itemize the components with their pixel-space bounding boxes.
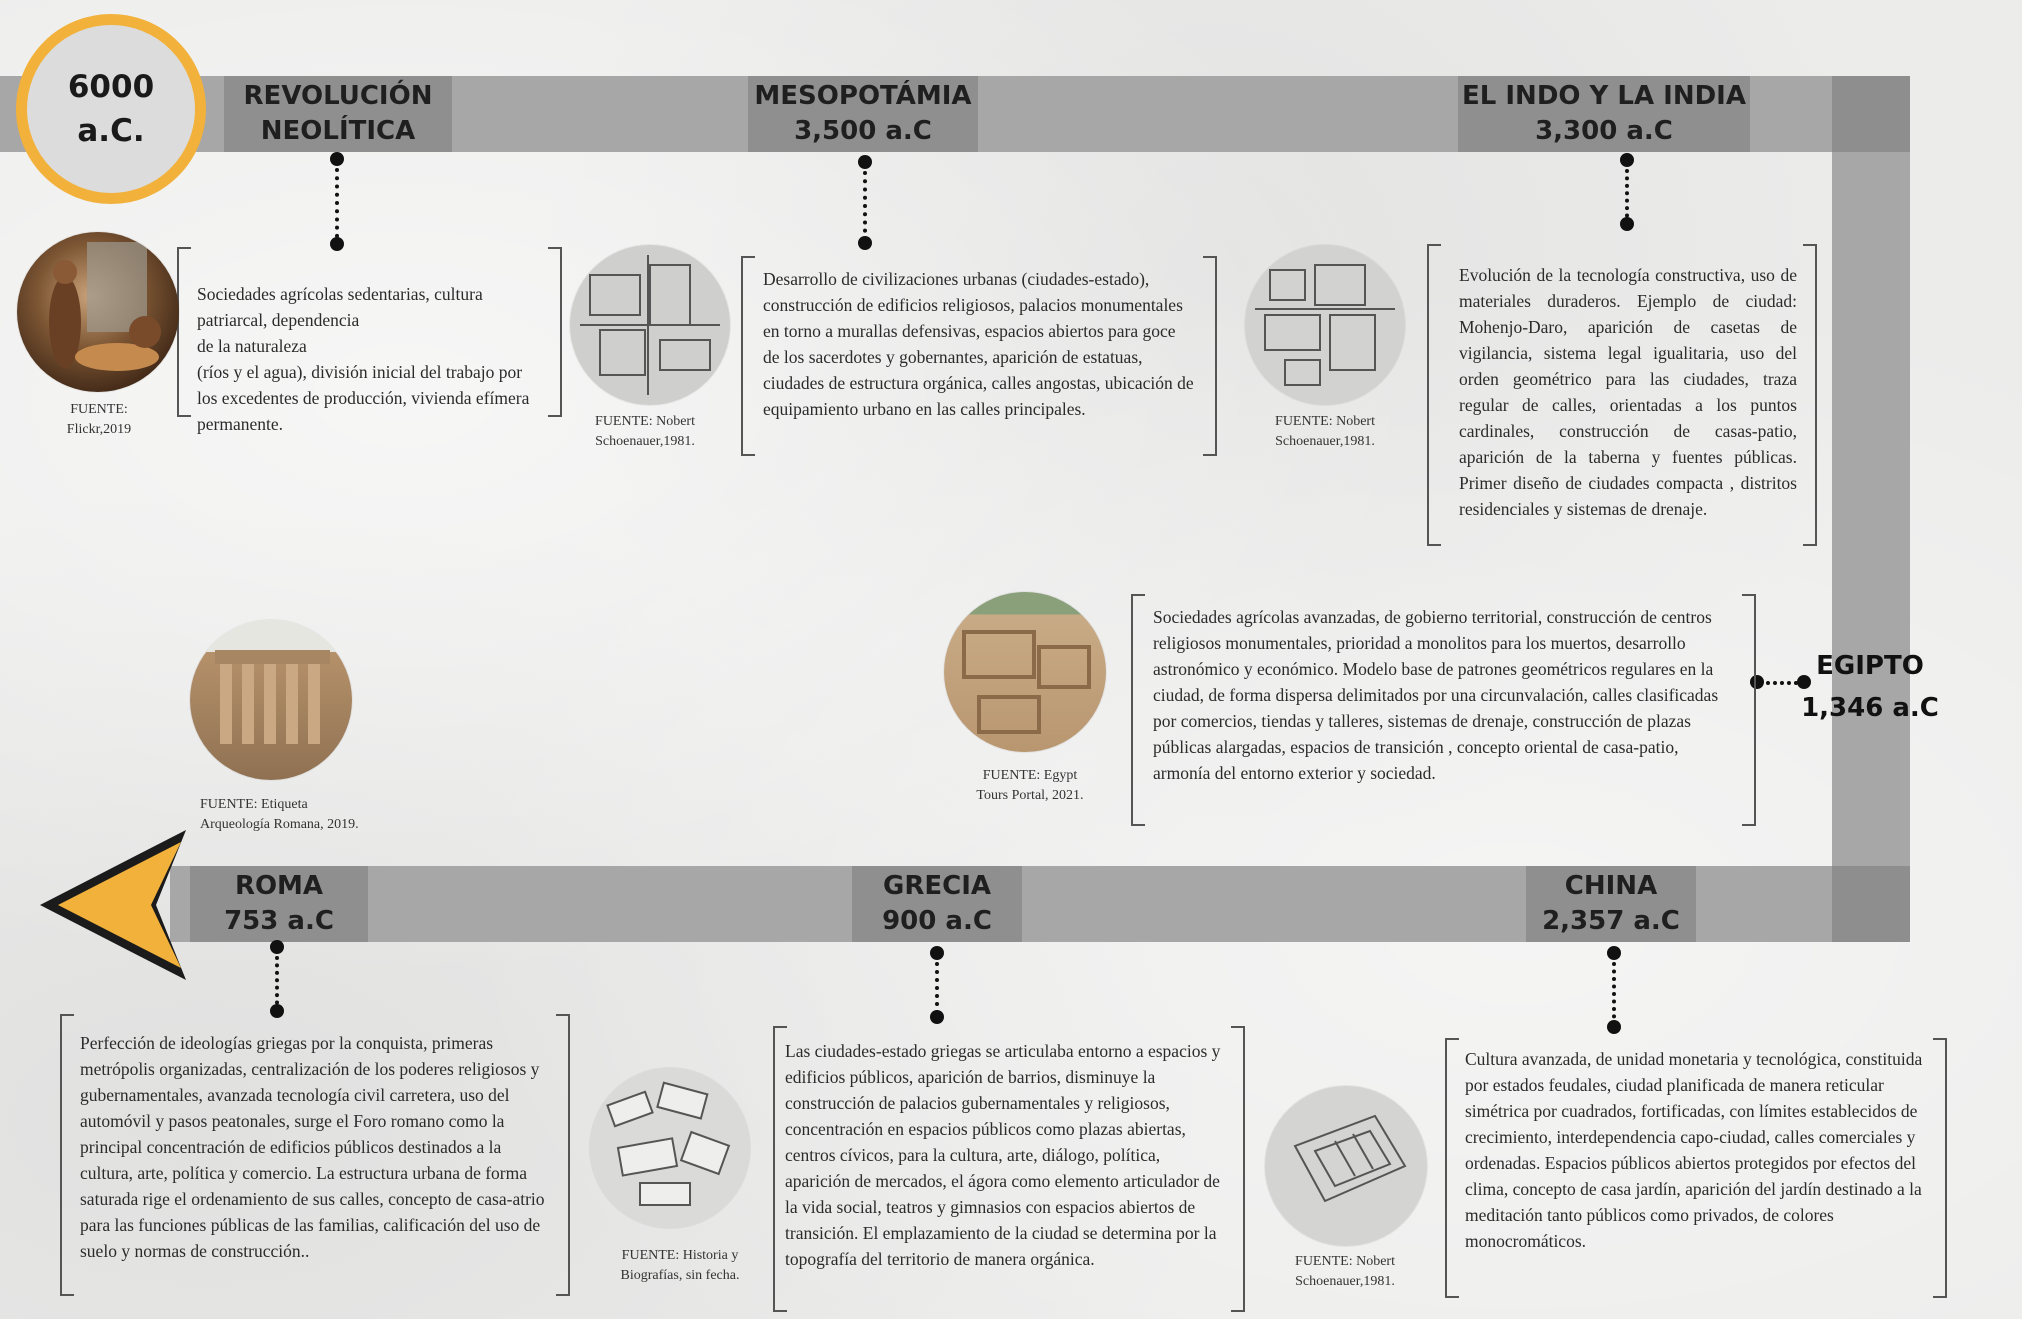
indo-title-1: EL INDO Y LA INDIA [1462,81,1746,111]
indo-title-2: 3,300 a.C [1535,116,1673,146]
connector-line [1612,962,1616,1026]
connector-dot [270,940,284,954]
grecia-title-1: GRECIA [883,871,991,901]
label-roma: ROMA 753 a.C [190,866,368,942]
egipto-source-2: Tours Portal, 2021. [976,788,1084,803]
timeline-corner-top [1832,76,1910,152]
roma-source-1: FUENTE: Etiqueta [200,797,308,812]
egipto-title-1: EGIPTO [1816,651,1924,681]
label-mesopotamia: MESOPOTÁMIA 3,500 a.C [748,76,978,152]
china-sketch-photo [1265,1086,1427,1246]
start-year: 6000 [67,69,155,105]
grecia-description: Las ciudades-estado griegas se articulab… [773,1026,1245,1312]
label-grecia: GRECIA 900 a.C [852,866,1022,942]
grecia-title-2: 900 a.C [882,906,992,936]
connector-line [863,171,867,241]
roma-columns-photo [190,620,352,780]
egipto-ruins-photo [944,592,1106,752]
connector-dot [270,1004,284,1018]
connector-line [1766,681,1798,685]
china-title-1: CHINA [1564,871,1658,901]
connector-dot [858,236,872,250]
connector-line [1625,169,1629,225]
roma-title-1: ROMA [234,871,324,901]
indo-source-2: Schoenauer,1981. [1275,434,1375,449]
grecia-source: FUENTE: Historia y Biografías, sin fecha… [600,1246,760,1286]
neolitica-text: Sociedades agrícolas sedentarias, cultur… [197,284,530,434]
connector-dot [1620,217,1634,231]
label-china: CHINA 2,357 a.C [1526,866,1696,942]
grecia-text: Las ciudades-estado griegas se articulab… [785,1041,1221,1269]
mesopotamia-source-1: FUENTE: Nobert [595,414,695,429]
timeline-arrow-icon [40,830,186,980]
grecia-source-2: Biografías, sin fecha. [620,1268,740,1283]
egipto-description: Sociedades agrícolas avanzadas, de gobie… [1131,594,1756,826]
china-source: FUENTE: Nobert Schoenauer,1981. [1270,1252,1420,1292]
china-source-1: FUENTE: Nobert [1295,1254,1395,1269]
egipto-text: Sociedades agrícolas avanzadas, de gobie… [1153,607,1719,783]
connector-line [335,168,339,238]
label-indo: EL INDO Y LA INDIA 3,300 a.C [1458,76,1750,152]
label-egipto: EGIPTO 1,346 a.C [1800,645,1940,729]
connector-dot [858,155,872,169]
china-text: Cultura avanzada, de unidad monetaria y … [1465,1049,1923,1251]
neolitica-source: FUENTE: Flickr,2019 [34,400,164,440]
roma-text: Perfección de ideologías griegas por la … [80,1033,545,1261]
connector-dot [1620,153,1634,167]
connector-dot [930,1010,944,1024]
grecia-source-1: FUENTE: Historia y [621,1248,739,1263]
connector-dot [330,237,344,251]
mesopotamia-source-2: Schoenauer,1981. [595,434,695,449]
mesopotamia-source: FUENTE: Nobert Schoenauer,1981. [570,412,720,452]
cave-diorama-photo [17,232,179,392]
timeline-corner-bottom [1832,866,1910,942]
connector-dot [930,946,944,960]
roma-description: Perfección de ideologías griegas por la … [60,1014,570,1296]
roma-source: FUENTE: Etiqueta Arqueología Romana, 201… [200,795,420,835]
connector-line [275,956,279,1012]
roma-title-2: 753 a.C [224,906,334,936]
mesopotamia-plan-photo [570,245,730,405]
china-description: Cultura avanzada, de unidad monetaria y … [1445,1038,1947,1298]
indo-description: Evolución de la tecnología constructiva,… [1427,244,1817,546]
neolitica-source-2: Flickr,2019 [66,422,132,437]
start-era: a.C. [77,113,145,149]
indo-plan-photo [1245,245,1405,405]
start-year-badge: 6000 a.C. [16,14,206,204]
connector-dot [1750,675,1764,689]
egipto-source: FUENTE: Egypt Tours Portal, 2021. [955,766,1105,806]
egipto-title-2: 1,346 a.C [1801,693,1939,723]
connector-line [935,962,939,1022]
mesopotamia-text: Desarrollo de civilizaciones urbanas (ci… [763,269,1194,419]
roma-source-2: Arqueología Romana, 2019. [200,817,359,832]
china-title-2: 2,357 a.C [1542,906,1680,936]
indo-text: Evolución de la tecnología constructiva,… [1459,265,1797,519]
egipto-source-1: FUENTE: Egypt [982,768,1078,783]
neolitica-description: Sociedades agrícolas sedentarias, cultur… [177,247,562,434]
connector-dot [1607,946,1621,960]
neolitica-source-1: FUENTE: [70,402,128,417]
indo-source: FUENTE: Nobert Schoenauer,1981. [1250,412,1400,452]
mesopotamia-title-2: 3,500 a.C [794,116,932,146]
label-neolitica: REVOLUCIÓN NEOLÍTICA [224,76,452,152]
timeline-band-right [1832,76,1910,942]
connector-dot [330,152,344,166]
china-source-2: Schoenauer,1981. [1295,1274,1395,1289]
connector-dot [1797,675,1811,689]
indo-source-1: FUENTE: Nobert [1275,414,1375,429]
neolitica-title-1: REVOLUCIÓN [243,81,433,111]
grecia-sketch-photo [590,1068,750,1228]
neolitica-title-2: NEOLÍTICA [260,116,416,146]
connector-dot [1607,1020,1621,1034]
mesopotamia-description: Desarrollo de civilizaciones urbanas (ci… [741,256,1217,456]
mesopotamia-title-1: MESOPOTÁMIA [754,81,972,111]
